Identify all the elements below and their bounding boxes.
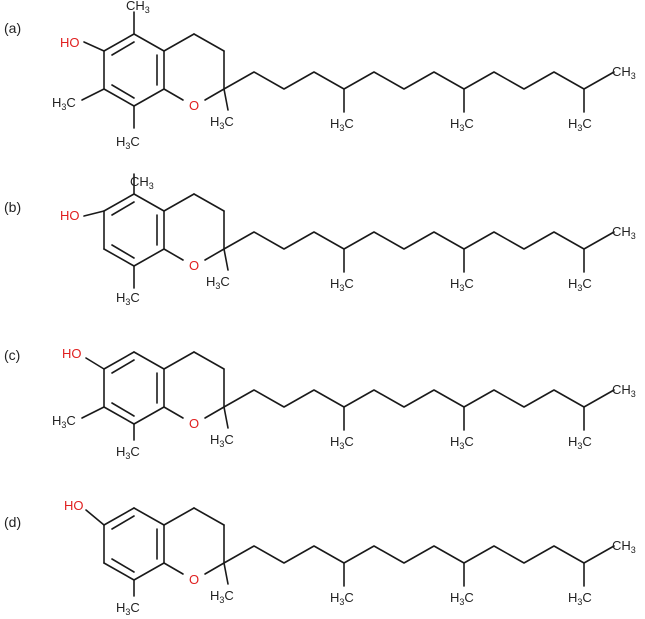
methyl-left: H3C	[52, 413, 76, 430]
chain-methyl-2: H3C	[450, 434, 474, 451]
phytyl-chain	[223, 389, 615, 408]
panel-label: (b)	[4, 199, 21, 215]
ring-oxygen: O	[189, 572, 199, 587]
c2-methyl: H3C	[210, 588, 234, 605]
hydroxyl-label: HO	[60, 208, 80, 223]
methyl-left: H3C	[52, 95, 76, 112]
terminal-methyl-bottom: H3C	[568, 590, 592, 607]
methyl-bottom: H3C	[116, 290, 140, 307]
panel-b: (b) O HO CH3 H3C H3C H	[4, 173, 636, 307]
panel-a: (a) O HO CH3 H3C	[4, 0, 636, 151]
ring-oxygen: O	[189, 416, 199, 431]
panel-label: (d)	[4, 514, 21, 530]
terminal-methyl-top: CH3	[612, 64, 636, 81]
methyl-top: CH3	[130, 174, 154, 191]
terminal-methyl-bottom: H3C	[568, 116, 592, 133]
chain-methyl-1: H3C	[330, 276, 354, 293]
c2-methyl: H3C	[210, 432, 234, 449]
c2-methyl: H3C	[210, 114, 234, 131]
chain-methyl-2: H3C	[450, 116, 474, 133]
methyl-bottom: H3C	[116, 600, 140, 617]
terminal-methyl-top: CH3	[612, 224, 636, 241]
aromatic-ring	[103, 33, 165, 107]
terminal-methyl-top: CH3	[612, 382, 636, 399]
panel-c: (c) O HO H3C H3C H3C H	[4, 346, 636, 461]
terminal-methyl-bottom: H3C	[568, 434, 592, 451]
phytyl-chain	[223, 71, 615, 90]
c2-methyl: H3C	[206, 274, 230, 291]
chain-methyl-2: H3C	[450, 276, 474, 293]
aromatic-ring	[103, 193, 165, 267]
phytyl-chain	[223, 545, 615, 564]
hydroxyl-label: HO	[64, 498, 84, 513]
panel-label: (a)	[4, 20, 21, 36]
terminal-methyl-top: CH3	[612, 538, 636, 555]
aromatic-ring	[103, 351, 165, 425]
methyl-bottom: H3C	[116, 444, 140, 461]
pyran-ring	[163, 351, 225, 419]
ring-oxygen: O	[189, 258, 199, 273]
chain-methyl-2: H3C	[450, 590, 474, 607]
panel-d: (d) O HO H3C H3C H3C H3	[4, 498, 636, 617]
panel-label: (c)	[4, 347, 20, 363]
chain-methyl-1: H3C	[330, 116, 354, 133]
ring-oxygen: O	[189, 98, 199, 113]
methyl-top: CH3	[126, 0, 150, 15]
chain-methyl-1: H3C	[330, 434, 354, 451]
hydroxyl-label: HO	[62, 346, 82, 361]
phytyl-chain	[223, 231, 615, 250]
chain-methyl-1: H3C	[330, 590, 354, 607]
pyran-ring	[163, 33, 225, 101]
pyran-ring	[163, 507, 225, 575]
aromatic-ring	[103, 507, 165, 581]
pyran-ring	[163, 193, 225, 261]
terminal-methyl-bottom: H3C	[568, 276, 592, 293]
methyl-bottom: H3C	[116, 134, 140, 151]
hydroxyl-label: HO	[60, 35, 80, 50]
